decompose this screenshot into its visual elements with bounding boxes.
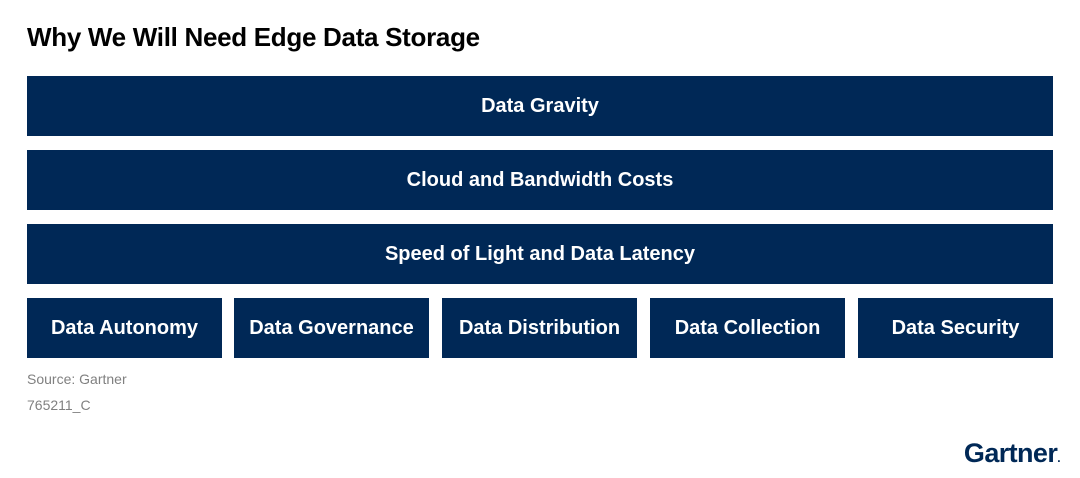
box-data-governance: Data Governance bbox=[234, 298, 429, 358]
diagram-title: Why We Will Need Edge Data Storage bbox=[27, 22, 480, 52]
gartner-logo: Gartner. bbox=[963, 438, 1061, 469]
bar-speed-of-light-latency: Speed of Light and Data Latency bbox=[27, 224, 1053, 284]
logo-text: Gartner bbox=[963, 438, 1058, 468]
box-data-collection: Data Collection bbox=[650, 298, 845, 358]
box-data-autonomy: Data Autonomy bbox=[27, 298, 222, 358]
source-note: Source: Gartner bbox=[27, 371, 127, 387]
figure-id: 765211_C bbox=[27, 397, 91, 413]
bar-data-gravity: Data Gravity bbox=[27, 76, 1053, 136]
bar-cloud-bandwidth-costs: Cloud and Bandwidth Costs bbox=[27, 150, 1053, 210]
bottom-box-row: Data Autonomy Data Governance Data Distr… bbox=[27, 298, 1053, 358]
box-data-security: Data Security bbox=[858, 298, 1053, 358]
box-data-distribution: Data Distribution bbox=[442, 298, 637, 358]
logo-dot: . bbox=[1057, 451, 1060, 465]
